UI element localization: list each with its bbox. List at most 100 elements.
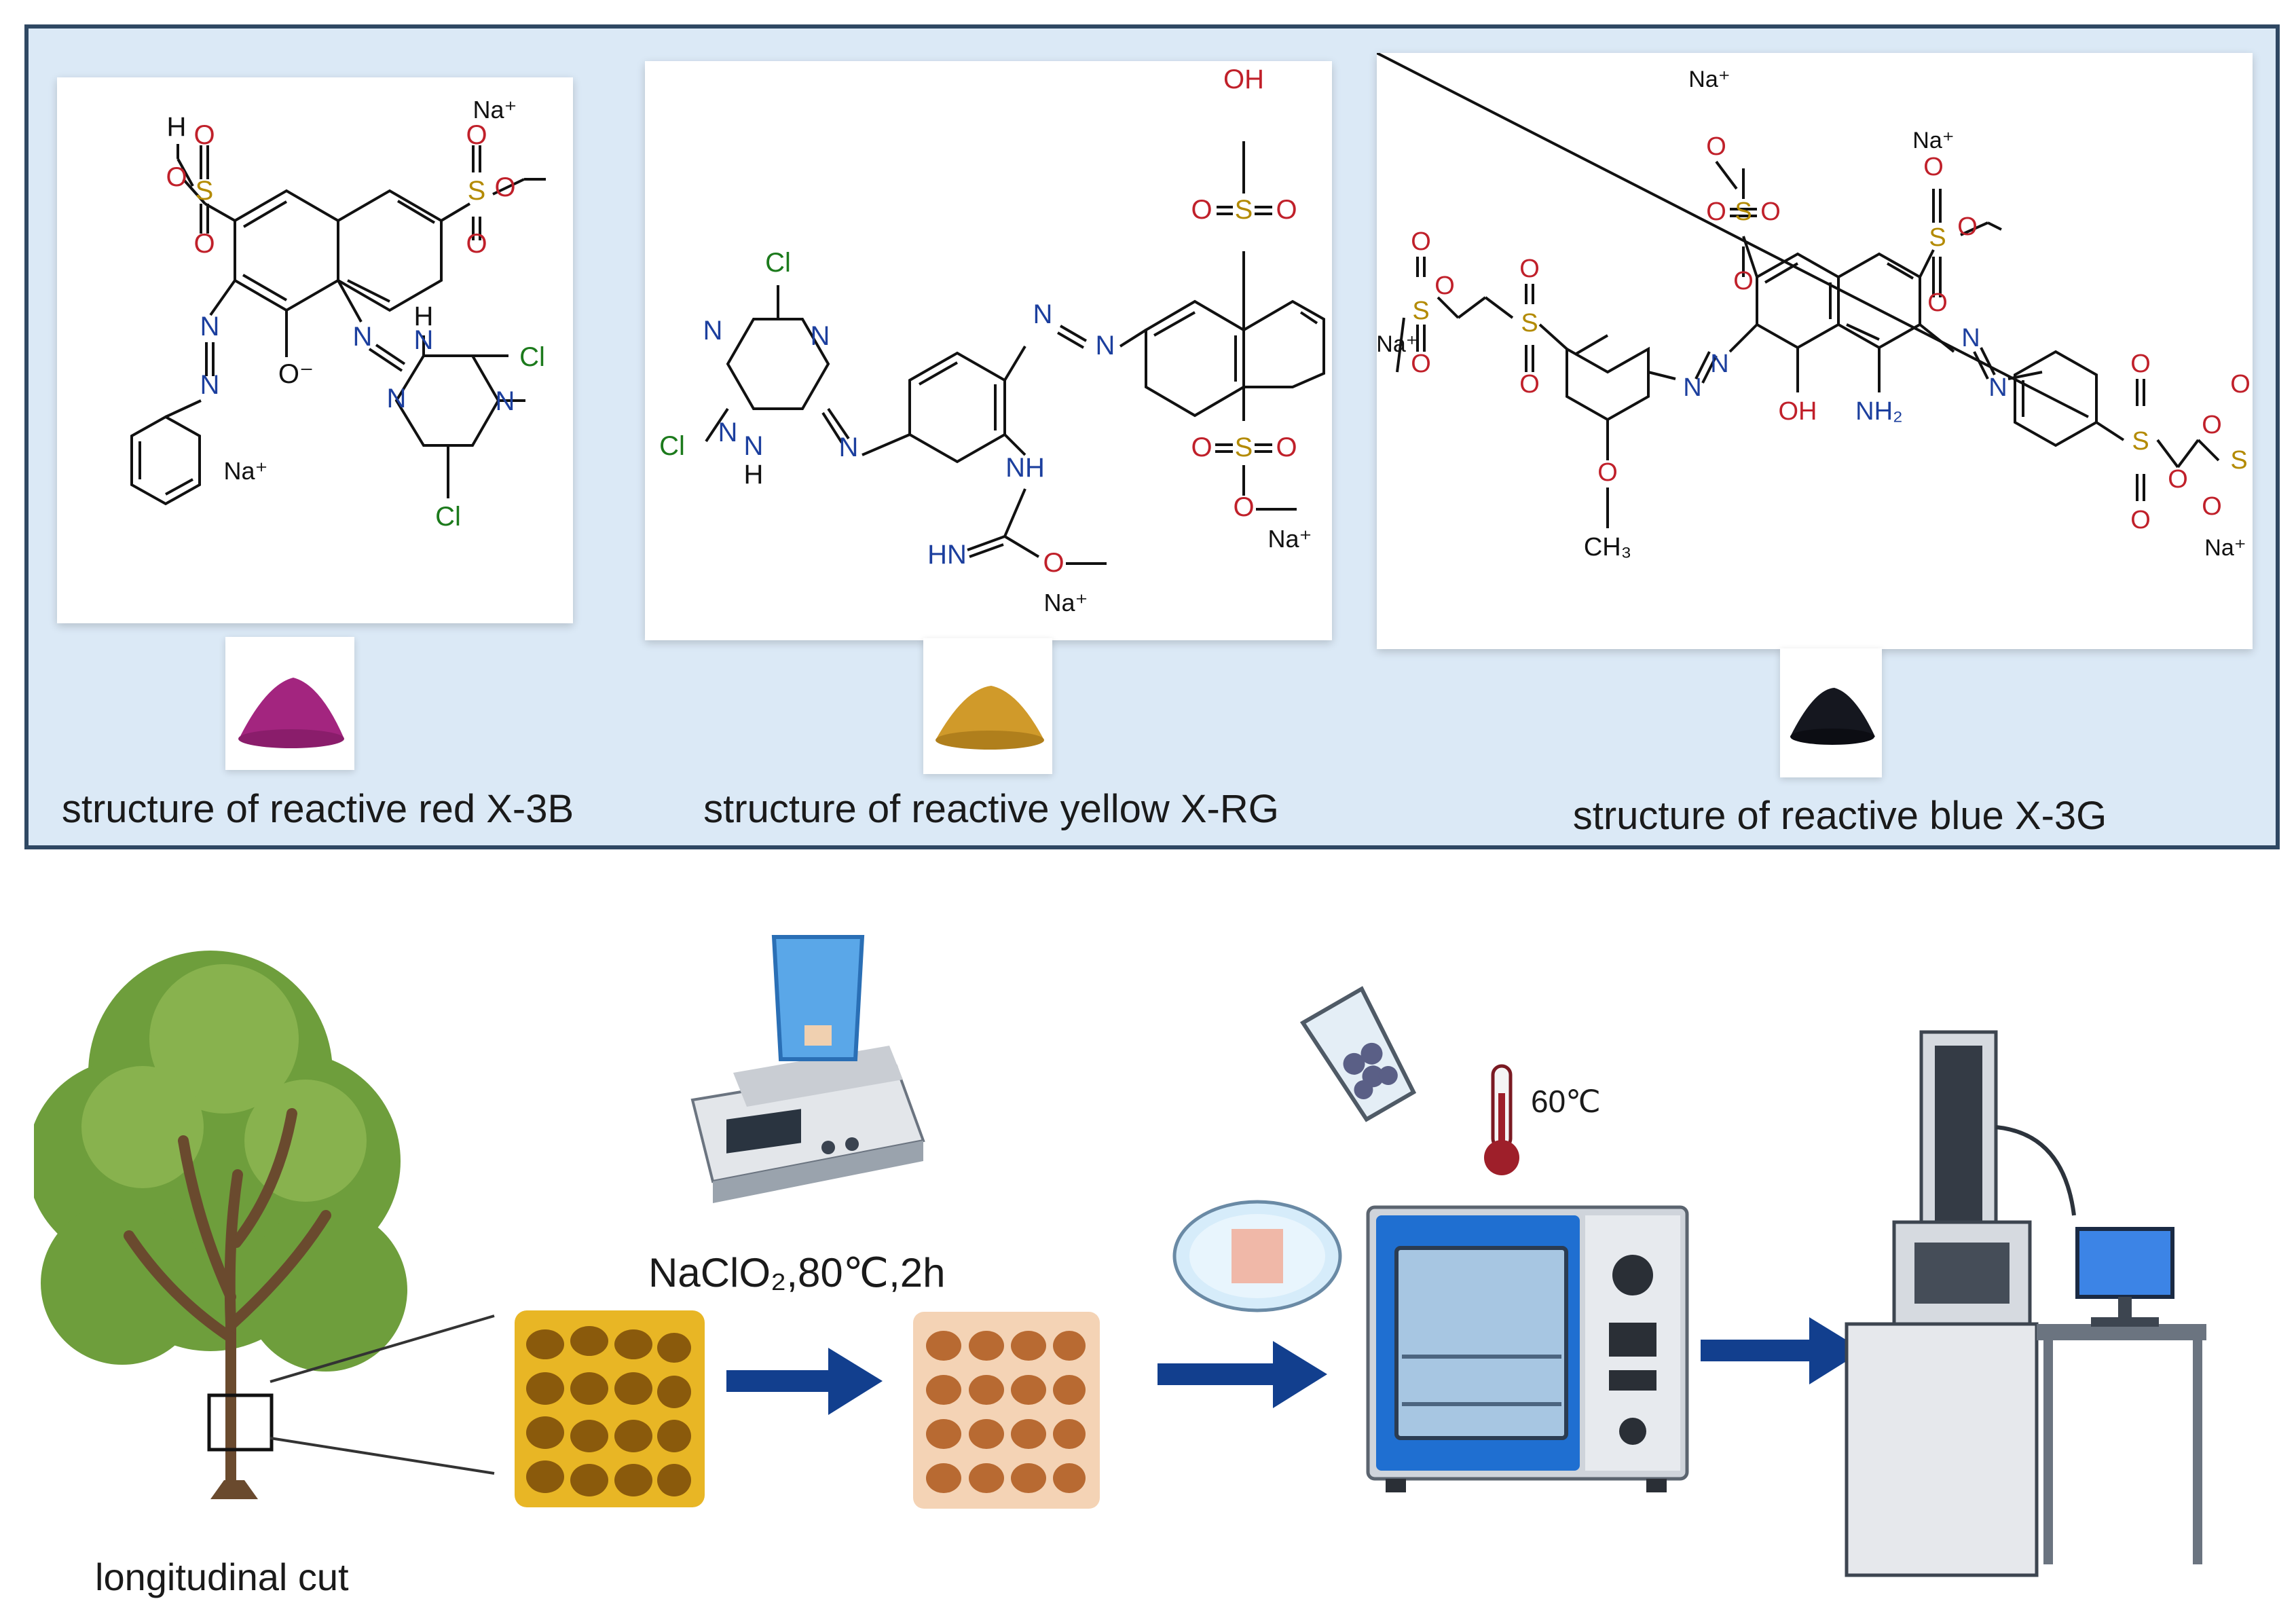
svg-text:Na⁺: Na⁺: [1267, 525, 1312, 553]
svg-text:O: O: [2202, 411, 2222, 439]
svg-text:O: O: [193, 229, 215, 259]
swatch-card-red: [225, 637, 354, 770]
svg-text:N: N: [353, 322, 373, 352]
arrow-2: [1158, 1341, 1327, 1408]
treatment-condition-label: NaClO₂,80℃,2h: [648, 1250, 946, 1295]
thermometer-icon: [1484, 1064, 1519, 1175]
svg-text:N: N: [703, 316, 723, 346]
svg-text:S: S: [1521, 309, 1538, 337]
svg-text:N: N: [1033, 299, 1053, 329]
structure-card-blue: Na⁺ Na⁺ O O S O O O S O O Na⁺ O S O O O …: [1376, 52, 2253, 649]
swatch-card-yellow: [923, 638, 1052, 774]
svg-text:O: O: [1706, 132, 1726, 161]
svg-text:HN: HN: [927, 540, 967, 570]
svg-text:N: N: [1961, 324, 1980, 352]
svg-text:O: O: [1411, 227, 1431, 256]
svg-text:Na⁺: Na⁺: [473, 96, 517, 124]
structure-card-red: H O O S O O S O O Na⁺ N N O⁻ N H N Cl N …: [57, 77, 573, 623]
svg-text:O: O: [2168, 465, 2188, 494]
svg-text:S: S: [196, 176, 214, 206]
balance-with-beaker-icon: [690, 935, 925, 1203]
svg-text:N: N: [1988, 373, 2007, 402]
svg-text:O: O: [2202, 492, 2222, 521]
svg-text:Na⁺: Na⁺: [1688, 67, 1730, 92]
svg-text:O: O: [1733, 267, 1754, 295]
arrow-1: [726, 1348, 883, 1415]
svg-text:O⁻: O⁻: [278, 359, 314, 389]
structure-card-yellow: OH O S O Cl N N N Cl N H N N N NH HN O O…: [645, 61, 1332, 640]
svg-text:Cl: Cl: [435, 502, 461, 532]
caption-blue: structure of reactive blue X-3G: [1572, 794, 2107, 838]
svg-text:O: O: [2230, 370, 2251, 399]
svg-text:N: N: [744, 431, 764, 461]
svg-text:N: N: [496, 386, 515, 416]
cut-region-box: [207, 1393, 274, 1452]
svg-text:S: S: [2230, 446, 2247, 475]
zoom-lines: [270, 1314, 495, 1475]
yellow-dye-powder-icon: [936, 686, 1044, 750]
svg-text:O: O: [466, 120, 487, 150]
svg-text:O: O: [1043, 548, 1064, 578]
svg-text:O: O: [1191, 195, 1212, 225]
svg-text:NH: NH: [1005, 453, 1045, 483]
svg-text:O: O: [1434, 272, 1455, 300]
tree-illustration: [34, 951, 407, 1499]
svg-text:S: S: [2132, 427, 2149, 456]
sem-instrument-icon: [1845, 1030, 2206, 1577]
longitudinal-cut-label: longitudinal cut: [95, 1556, 349, 1598]
caption-red: structure of reactive red X-3B: [61, 787, 574, 831]
svg-text:Na⁺: Na⁺: [1377, 331, 1418, 357]
svg-text:Cl: Cl: [765, 248, 791, 278]
svg-text:H: H: [744, 460, 764, 490]
blue-x3g-structure: Na⁺ Na⁺ O O S O O O S O O Na⁺ O S O O O …: [1376, 52, 2251, 562]
svg-text:O: O: [1706, 198, 1726, 226]
svg-text:O: O: [2130, 506, 2151, 534]
svg-text:CH₃: CH₃: [1584, 533, 1631, 562]
temperature-label: 60℃: [1531, 1084, 1601, 1119]
svg-text:O: O: [1276, 433, 1297, 462]
svg-text:N: N: [1683, 373, 1701, 402]
svg-text:OH: OH: [1779, 397, 1817, 426]
svg-text:O: O: [193, 120, 215, 150]
svg-text:S: S: [1929, 223, 1946, 252]
yellow-xrg-structure: OH O S O Cl N N N Cl N H N N N NH HN O O…: [659, 65, 1325, 617]
svg-text:S: S: [1235, 195, 1253, 225]
arrow-3: [1701, 1317, 1864, 1384]
svg-text:O: O: [1233, 492, 1254, 522]
blue-dye-powder-icon: [1790, 688, 1875, 745]
svg-text:O: O: [1927, 289, 1948, 317]
svg-text:O: O: [1760, 198, 1781, 226]
svg-text:NH₂: NH₂: [1855, 397, 1903, 426]
svg-text:O: O: [1411, 350, 1431, 378]
svg-text:Na⁺: Na⁺: [1043, 589, 1088, 617]
raw-wood-block-icon: [515, 1310, 705, 1507]
svg-text:N: N: [718, 418, 738, 447]
svg-text:H: H: [414, 301, 434, 331]
swatch-card-blue: [1780, 648, 1882, 777]
svg-text:O: O: [1519, 370, 1540, 399]
svg-text:N: N: [200, 312, 220, 342]
vacuum-oven-icon: [1366, 1205, 1689, 1492]
svg-text:S: S: [1735, 198, 1752, 226]
svg-text:Cl: Cl: [659, 431, 685, 461]
svg-text:O: O: [1191, 433, 1212, 462]
svg-text:O: O: [466, 229, 487, 259]
svg-text:S: S: [1235, 433, 1253, 462]
red-x3b-structure: H O O S O O S O O Na⁺ N N O⁻ N H N Cl N …: [130, 96, 546, 532]
svg-text:Na⁺: Na⁺: [2204, 535, 2246, 561]
svg-text:N: N: [1710, 350, 1728, 378]
svg-text:O: O: [1923, 153, 1944, 181]
svg-text:OH: OH: [1223, 65, 1264, 94]
caption-yellow: structure of reactive yellow X-RG: [703, 787, 1279, 831]
petri-dish-icon: [1172, 1200, 1342, 1312]
svg-text:N: N: [387, 384, 407, 413]
svg-text:O: O: [1597, 458, 1618, 487]
svg-text:Na⁺: Na⁺: [1912, 128, 1954, 153]
svg-text:N: N: [811, 321, 830, 351]
svg-text:S: S: [1412, 297, 1429, 325]
svg-text:O: O: [166, 162, 187, 192]
svg-text:O: O: [1957, 213, 1978, 241]
svg-text:Cl: Cl: [519, 342, 545, 372]
svg-text:O: O: [2130, 350, 2151, 378]
svg-text:S: S: [468, 176, 486, 206]
